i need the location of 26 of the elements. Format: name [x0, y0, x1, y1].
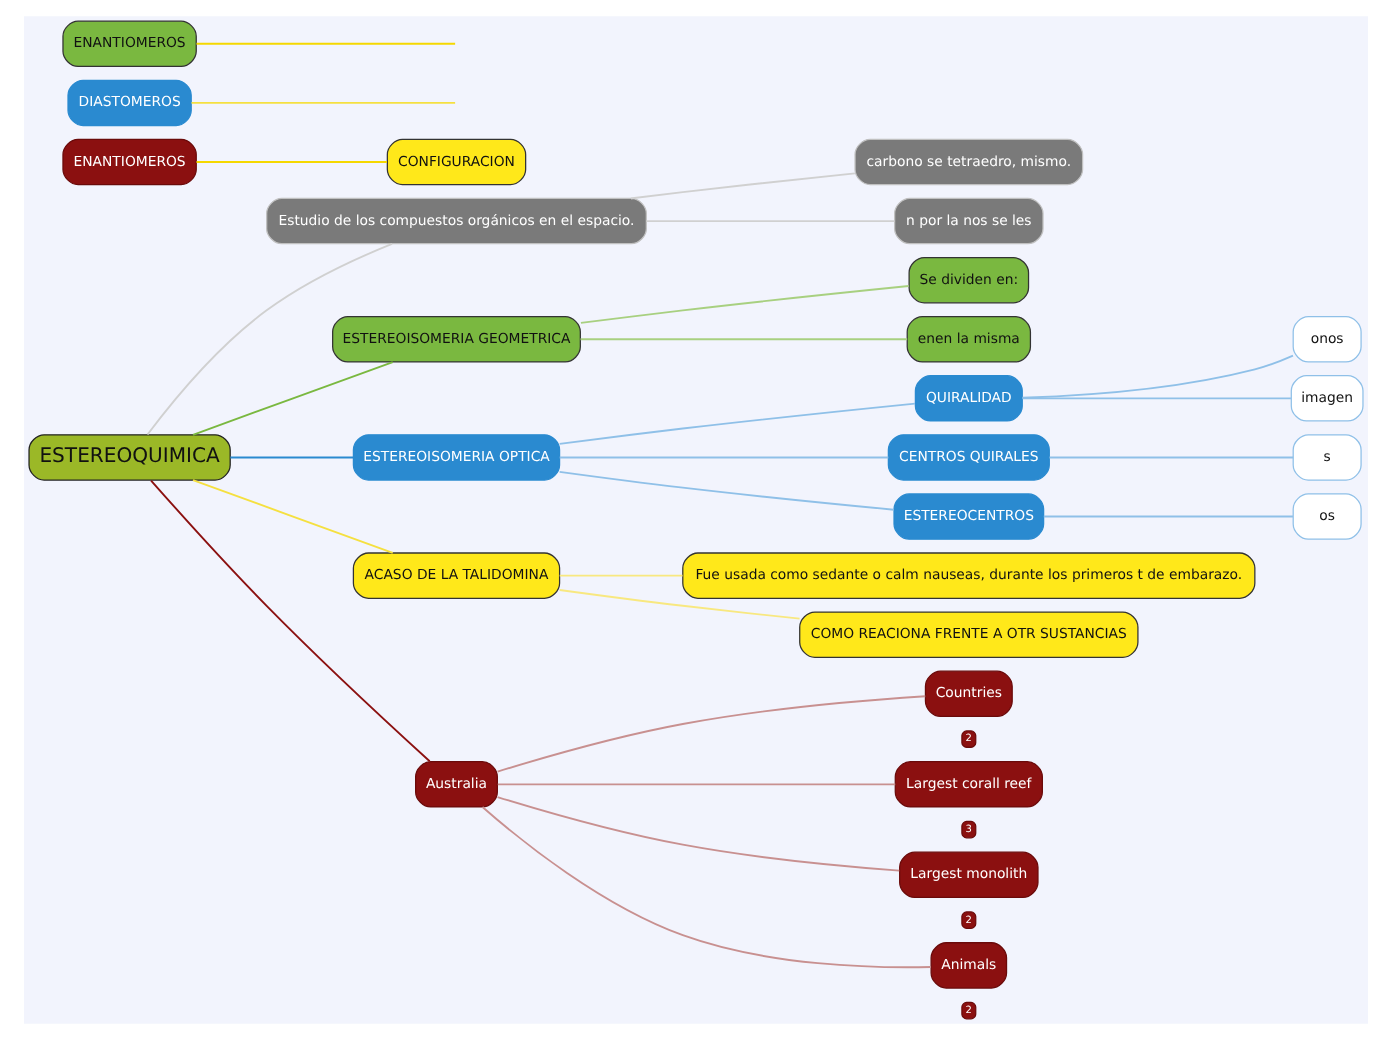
connector: [579, 285, 910, 324]
connector: [496, 783, 897, 786]
connector: [1021, 354, 1294, 399]
connector: [1042, 515, 1294, 518]
connector: [496, 695, 927, 773]
connector: [229, 456, 355, 459]
connector: [558, 574, 684, 577]
connector: [1021, 397, 1292, 400]
connector: [192, 479, 394, 554]
connector: [150, 479, 431, 763]
connector: [190, 101, 457, 104]
connector: [192, 361, 394, 436]
connector: [558, 456, 890, 459]
connector: [481, 806, 932, 969]
node-box: ESTEREOQUIMICA: [28, 434, 231, 481]
connector: [558, 402, 916, 445]
connector: [630, 172, 856, 200]
connector: [195, 42, 457, 45]
connector: [645, 220, 896, 223]
connector: [558, 470, 895, 511]
connector: [146, 242, 393, 436]
connector: [496, 796, 901, 872]
connector: [558, 589, 801, 620]
connector: [1048, 456, 1295, 459]
connector: [579, 338, 909, 341]
connector: [195, 161, 388, 163]
